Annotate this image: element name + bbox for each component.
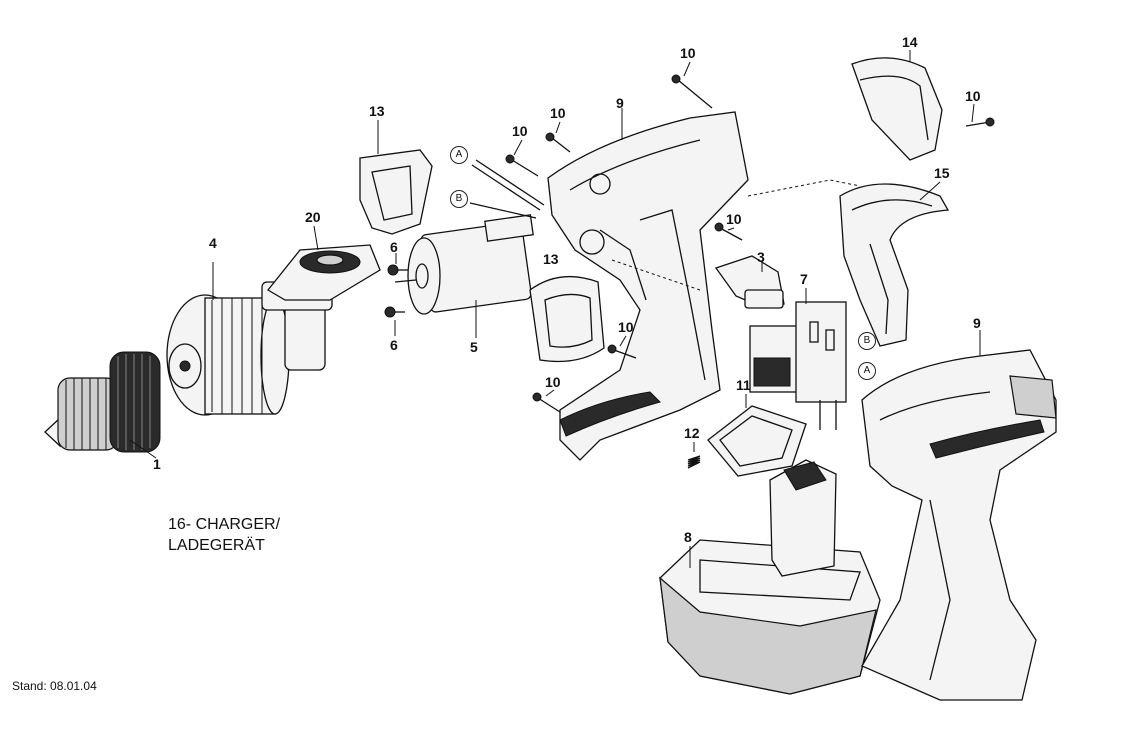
- rods-a-b: [469, 159, 545, 219]
- caption-line-1: 16- CHARGER/: [168, 516, 281, 533]
- callout-part-12: 12: [684, 425, 700, 441]
- callout-part-10-f: 10: [618, 319, 634, 335]
- part-20-slide: [267, 225, 381, 301]
- callout-part-5: 5: [470, 339, 478, 355]
- marker-a-switch: A: [858, 362, 876, 380]
- callout-part-10-g: 10: [545, 374, 561, 390]
- callout-part-6-lower: 6: [390, 337, 398, 353]
- callout-part-20: 20: [305, 209, 321, 225]
- callout-part-15: 15: [934, 165, 950, 181]
- charger-caption: 16- CHARGER/ LADEGERÄT: [168, 514, 280, 556]
- part-11-terminal-frame: [707, 394, 807, 477]
- callout-part-11: 11: [736, 377, 751, 393]
- callout-part-14: 14: [902, 34, 918, 50]
- callout-part-7: 7: [800, 271, 808, 287]
- callout-part-1: 1: [153, 456, 161, 472]
- part-10-screws: [505, 61, 995, 413]
- callout-part-10-d: 10: [965, 88, 981, 104]
- part-13-upper-bracket: [359, 120, 433, 235]
- part-9-housing-left: [547, 108, 749, 461]
- part-14-top-cover: [851, 50, 943, 161]
- callout-part-13-upper: 13: [369, 103, 385, 119]
- part-13-lower-bracket: [529, 276, 605, 363]
- part-1-chuck: [44, 351, 161, 459]
- stand-date: Stand: 08.01.04: [12, 679, 97, 693]
- callout-part-4: 4: [209, 235, 217, 251]
- part-3-switch: [714, 255, 785, 309]
- callout-part-10-a: 10: [680, 45, 696, 61]
- callout-part-13-lower: 13: [543, 251, 559, 267]
- part-7-switch-module: [749, 288, 847, 430]
- part-12-spring: [687, 442, 701, 469]
- part-15-handle-cover: [839, 181, 950, 347]
- marker-b-rod: B: [450, 190, 468, 208]
- part-4-gearbox: [166, 262, 333, 416]
- part-5-motor: [394, 214, 534, 338]
- marker-a-rod: A: [450, 146, 468, 164]
- marker-b-switch: B: [858, 332, 876, 350]
- callout-part-3: 3: [757, 249, 765, 265]
- callout-part-10-c: 10: [512, 123, 528, 139]
- callout-part-10-e: 10: [726, 211, 742, 227]
- caption-line-2: LADEGERÄT: [168, 537, 265, 554]
- part-6-screws: [384, 253, 408, 336]
- callout-part-8: 8: [684, 529, 692, 545]
- part-8-battery: [659, 459, 881, 695]
- callout-part-9-left: 9: [616, 95, 624, 111]
- callout-part-9-right: 9: [973, 315, 981, 331]
- callout-part-10-b: 10: [550, 105, 566, 121]
- assembly-guides: [611, 179, 861, 291]
- callout-part-6-upper: 6: [390, 239, 398, 255]
- part-9-housing-right: [861, 330, 1057, 701]
